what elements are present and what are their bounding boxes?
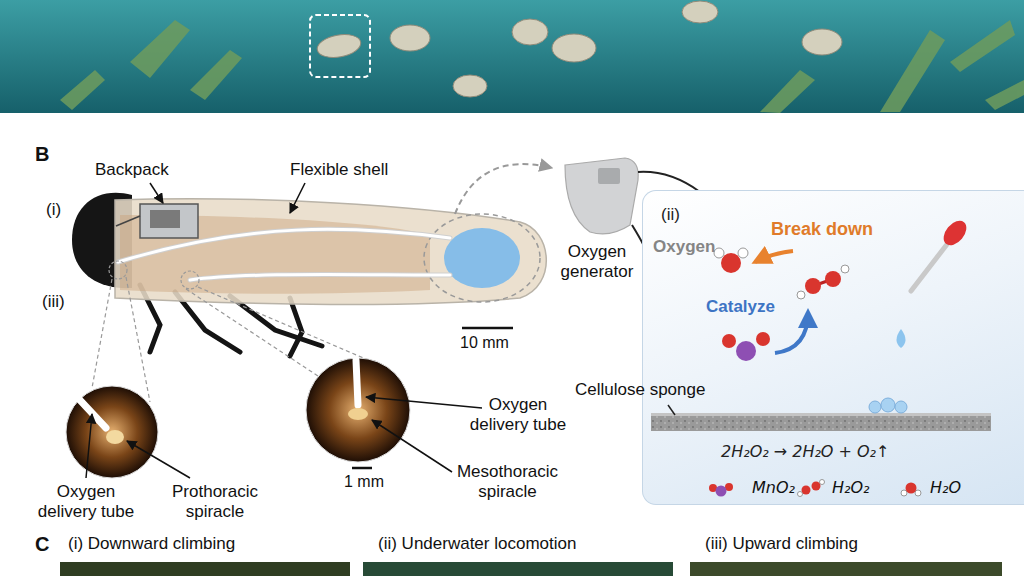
part-label: Flexible shell [290, 160, 388, 180]
photo-caption: (i) Downward climbing [68, 534, 235, 554]
product-label: Oxygen [653, 237, 715, 257]
part-label: Mesothoracic spiracle [445, 462, 570, 503]
process-label: Catalyze [706, 297, 775, 317]
legend-text: H₂O₂ [832, 478, 869, 497]
legend-text: MnO₂ [752, 478, 795, 497]
part-label: Oxygen delivery tube [30, 482, 142, 523]
legend-text: H₂O [930, 478, 961, 497]
part-label: Backpack [95, 160, 169, 180]
part-label: Prothoracic spiracle [160, 482, 270, 523]
view-number: (iii) [42, 292, 65, 312]
photo-caption: (iii) Upward climbing [705, 534, 858, 554]
reaction-panel: (ii) Oxygen Break downCatalyze 2H₂O₂ → 2H₂O… [642, 190, 1024, 505]
scale-label: 10 mm [460, 333, 509, 352]
panel-letter: B [35, 142, 49, 166]
panel-letter: C [35, 532, 49, 556]
part-label: Oxygen delivery tube [462, 395, 574, 436]
reaction-equation: 2H₂O₂ → 2H₂O + O₂↑ [721, 442, 889, 461]
part-label: Cellulose sponge [575, 380, 705, 400]
panel-number: (ii) [661, 205, 680, 225]
process-label: Break down [771, 219, 873, 241]
photo-caption: (ii) Underwater locomotion [378, 534, 576, 554]
view-number: (i) [46, 200, 61, 220]
scale-label: 1 mm [344, 472, 384, 491]
part-label: Oxygen generator [553, 242, 641, 283]
